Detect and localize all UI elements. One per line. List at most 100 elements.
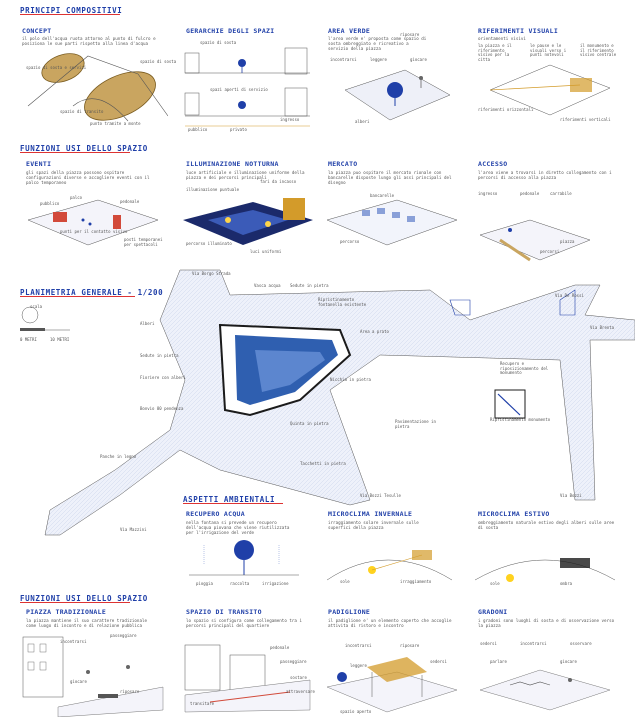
transito-title: SPAZIO DI TRANSITO bbox=[186, 608, 262, 616]
microclima-est-diagram bbox=[474, 558, 616, 582]
plan-label-16: Recupero e riposizionamento del monument… bbox=[500, 361, 549, 376]
accesso-label-2: pedonale bbox=[520, 191, 540, 196]
microclima-inv-text: irraggiamento solare invernale sulle sup… bbox=[328, 520, 419, 531]
plan-label-18: Tacchetti in pietra bbox=[300, 461, 346, 466]
eventi-text: gli spazi della piazza possono ospitare … bbox=[26, 170, 150, 186]
section-underline bbox=[183, 503, 283, 504]
gradoni-diagram bbox=[479, 669, 611, 711]
concept-label-3: punto tramite a monte bbox=[90, 121, 141, 126]
plan-label-1: Via Borgo Strada bbox=[192, 271, 231, 276]
padiglione-title: PADIGLIONE bbox=[328, 608, 371, 616]
accesso-label-5: percorsi bbox=[540, 249, 560, 254]
piazza-label-4: riposare bbox=[120, 689, 140, 694]
eventi-label-3: pedonale bbox=[120, 199, 140, 204]
transito-label-2: passeggiare bbox=[280, 659, 307, 664]
plan-label-2: Vasca acqua bbox=[254, 283, 281, 288]
piazza-diagram bbox=[22, 636, 164, 717]
section-funzioni-usi-2: FUNZIONI USI DELLO SPAZIO bbox=[20, 594, 148, 603]
plan-label-20: Via Bozzi bbox=[560, 493, 582, 498]
area-verde-label-3: leggere bbox=[370, 57, 387, 62]
gradoni-label-1: sedersi bbox=[480, 641, 497, 646]
piazza-label-2: passeggiare bbox=[110, 633, 137, 638]
padiglione-diagram bbox=[326, 657, 458, 713]
plan-label-19: Via Bozzi Tesulle bbox=[360, 493, 401, 498]
mercato-diagram bbox=[326, 199, 458, 246]
riferimenti-label-5: riferimenti verticali bbox=[560, 117, 611, 122]
illuminazione-label-3: percorso illuminato bbox=[186, 241, 232, 246]
gerarchie-label-4: pubblico bbox=[188, 127, 208, 132]
piazza-title: PIAZZA TRADIZIONALE bbox=[26, 608, 107, 616]
recupero-text: nella fontana si prevede un recupero del… bbox=[186, 520, 290, 536]
microclima-est-label-1: sole bbox=[490, 581, 500, 586]
area-verde-text: l'area verde e' proposta come spazio di … bbox=[328, 36, 427, 52]
microclima-est-title: MICROCLIMA ESTIVO bbox=[478, 510, 550, 518]
recupero-label-2: raccolta bbox=[230, 581, 250, 586]
padiglione-label-4: leggere bbox=[350, 663, 367, 668]
area-verde-label-1: riposare bbox=[400, 32, 420, 37]
plan-label-7: Alberi bbox=[140, 321, 155, 326]
eventi-label-5: posti temporanei per spettacoli bbox=[124, 237, 163, 247]
recupero-label-3: irrigazione bbox=[262, 581, 289, 586]
riferimenti-label-2: le pause e le visuali verso i punti note… bbox=[530, 43, 567, 58]
transito-label-4: attraversare bbox=[286, 689, 315, 694]
section-underline bbox=[20, 14, 120, 15]
illuminazione-label-2: fari da incasso bbox=[260, 179, 297, 184]
transito-label-3: sostare bbox=[290, 675, 307, 680]
section-principi-compositivi: PRINCIPI COMPOSITIVI bbox=[20, 6, 123, 15]
riferimenti-label-3: il monumento e il riferimento visivo cen… bbox=[580, 43, 617, 58]
riferimenti-label-4: riferimenti orizzontali bbox=[478, 107, 534, 112]
section-aspetti-ambientali: ASPETTI AMBIENTALI bbox=[183, 495, 276, 504]
section-underline bbox=[20, 602, 130, 603]
padiglione-label-2: riposare bbox=[400, 643, 420, 648]
padiglione-text: il padiglione e' un elemento coperto che… bbox=[328, 618, 452, 629]
piazza-text: la piazza mantiene il suo carattere trad… bbox=[26, 618, 148, 629]
eventi-diagram bbox=[27, 199, 159, 246]
plan-label-6: Via De Rossi bbox=[555, 293, 584, 298]
accesso-label-3: carrabile bbox=[550, 191, 572, 196]
mercato-label-1: bancarelle bbox=[370, 193, 395, 198]
gerarchie-label-3: ingresso bbox=[280, 117, 300, 122]
plan-label-5: Area a prato bbox=[360, 329, 389, 334]
gerarchie-diagram bbox=[184, 47, 310, 127]
illuminazione-diagram bbox=[183, 198, 313, 245]
area-verde-diagram bbox=[344, 69, 451, 121]
microclima-inv-title: MICROCLIMA INVERNALE bbox=[328, 510, 413, 518]
transito-label-5: transitare bbox=[190, 701, 215, 706]
accesso-label-4: piazza bbox=[560, 239, 575, 244]
gerarchie-title: GERARCHIE DEGLI SPAZI bbox=[186, 27, 275, 35]
piazza-label-1: incontrarsi bbox=[60, 639, 87, 644]
mercato-title: MERCATO bbox=[328, 160, 358, 168]
concept-label-2: spazio di sosta bbox=[140, 59, 177, 64]
mercato-text: la piazza puo ospitare il mercato rional… bbox=[328, 170, 452, 186]
plan-label-4: Ripristinamento fontanella esistente bbox=[318, 297, 367, 307]
illuminazione-title: ILLUMINAZIONE NOTTURNA bbox=[186, 160, 279, 168]
gradoni-label-5: giocare bbox=[560, 659, 577, 664]
plan-label-11: Nicchia in pietra bbox=[330, 377, 371, 382]
area-verde-title: AREA VERDE bbox=[328, 27, 371, 35]
recupero-title: RECUPERO ACQUA bbox=[186, 510, 245, 518]
recupero-label-1: pioggia bbox=[196, 581, 213, 586]
eventi-label-4: punti per il contatto visivo bbox=[60, 229, 128, 234]
plan-scale-b: 10 METRI bbox=[50, 337, 70, 342]
illuminazione-label-1: illuminazione puntuale bbox=[186, 187, 239, 192]
gradoni-label-2: incontrarsi bbox=[520, 641, 547, 646]
plan-label-10: Fioriere con alberi bbox=[140, 375, 186, 380]
microclima-inv-label-1: sole bbox=[340, 579, 350, 584]
riferimenti-title: RIFERIMENTI VISUALI bbox=[478, 27, 559, 35]
microclima-inv-label-2: irraggiamento bbox=[400, 579, 432, 584]
concept-text: il polo dell'acqua ruota attorno al punt… bbox=[22, 36, 156, 47]
illuminazione-label-4: luci uniformi bbox=[250, 249, 282, 254]
padiglione-label-1: incontrarsi bbox=[345, 643, 372, 648]
section-underline bbox=[20, 152, 130, 153]
transito-text: lo spazio si configura come collegamento… bbox=[186, 618, 302, 629]
plan-scale-a: 0 METRI bbox=[20, 337, 37, 342]
section-planimetria: PLANIMETRIA GENERALE - 1/200 bbox=[20, 288, 164, 297]
gerarchie-label-5: privato bbox=[230, 127, 247, 132]
gradoni-text: i gradoni sono luoghi di sosta e di osse… bbox=[478, 618, 615, 629]
concept-label-1: spazio di sosta e servizi bbox=[26, 65, 87, 70]
area-verde-label-5: alberi bbox=[355, 119, 370, 124]
plan-label-9: Sedute in pietra bbox=[140, 353, 179, 358]
accesso-label-1: ingresso bbox=[478, 191, 498, 196]
plan-label-13: Quinta in pietra bbox=[290, 421, 329, 426]
area-verde-label-2: incontrarsi bbox=[330, 57, 357, 62]
